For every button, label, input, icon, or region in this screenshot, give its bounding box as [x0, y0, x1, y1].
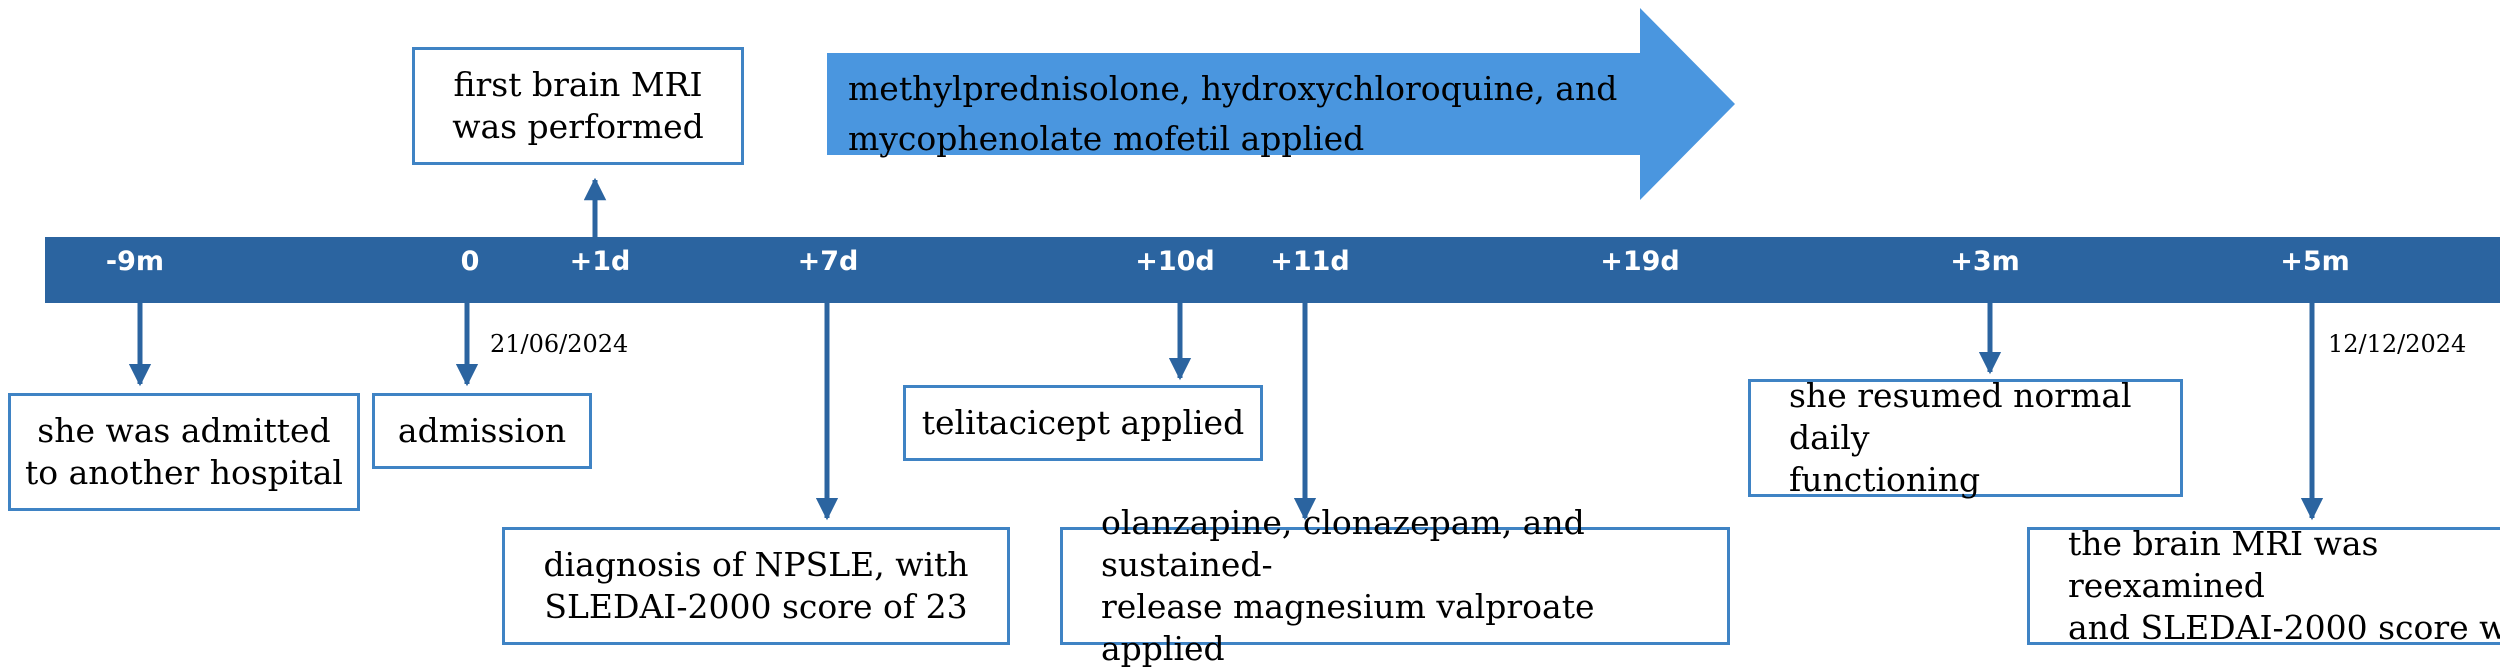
event-text: diagnosis of NPSLE, with SLEDAI-2000 sco… — [543, 545, 969, 626]
event-text: she resumed normal daily functioning — [1789, 376, 2132, 499]
event-text: first brain MRI was performed — [452, 65, 704, 146]
event-text: admission — [397, 411, 567, 450]
treatment-arrow — [827, 8, 1735, 200]
tick-label: -9m — [105, 246, 165, 277]
followup-date: 12/12/2024 — [2328, 330, 2467, 358]
event-text: the brain MRI was reexamined and SLEDAI-… — [2068, 524, 2500, 647]
tick-label: +19d — [1600, 246, 1680, 277]
admission-date: 21/06/2024 — [490, 330, 629, 358]
timeline-bar — [45, 237, 2500, 303]
treatment-arrow-label: methylprednisolone, hydroxychloroquine, … — [848, 69, 1618, 158]
tick-label: +5m — [2280, 246, 2350, 277]
event-box-day1: first brain MRI was performed — [412, 47, 744, 165]
event-box-day7: diagnosis of NPSLE, with SLEDAI-2000 sco… — [502, 527, 1010, 645]
tick-label: +1d — [569, 246, 631, 277]
tick-label: +3m — [1950, 246, 2020, 277]
event-text: telitacicept applied — [921, 403, 1245, 442]
timeline-diagram: methylprednisolone, hydroxychloroquine, … — [8, 8, 2500, 668]
event-box-month3: she resumed normal daily functioning — [1748, 376, 2183, 499]
event-box-day0: admission — [372, 393, 592, 469]
event-text: she was admitted to another hospital — [25, 411, 343, 492]
event-box-day10: telitacicept applied — [903, 385, 1263, 461]
tick-label: +7d — [797, 246, 859, 277]
event-box-month5: the brain MRI was reexamined and SLEDAI-… — [2027, 524, 2500, 647]
event-box-day11: olanzapine, clonazepam, and sustained- r… — [1060, 503, 1730, 668]
tick-label: +11d — [1270, 246, 1350, 277]
diagram-graphics — [45, 8, 2500, 521]
event-box-minus9m: she was admitted to another hospital — [8, 393, 360, 511]
tick-label: +10d — [1135, 246, 1215, 277]
tick-label: 0 — [460, 246, 480, 277]
event-text: olanzapine, clonazepam, and sustained- r… — [1101, 503, 1595, 668]
